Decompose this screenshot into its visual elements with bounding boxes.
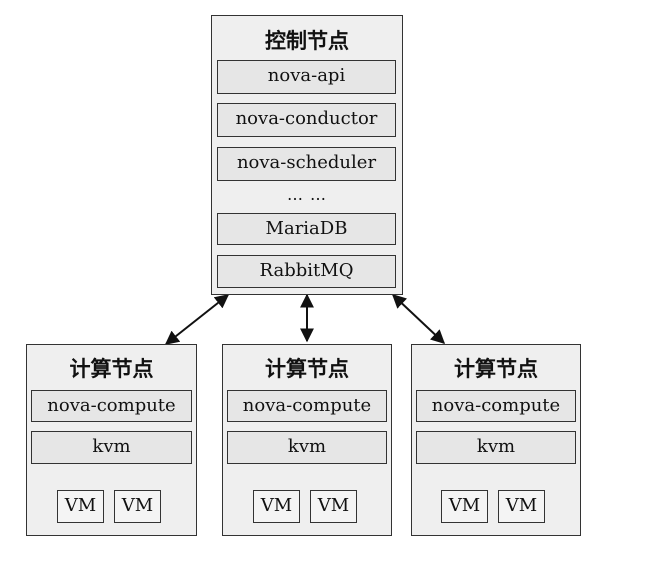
hypervisor-kvm: kvm: [227, 431, 387, 464]
hypervisor-kvm: kvm: [31, 431, 192, 464]
service-mariadb: MariaDB: [217, 213, 396, 245]
compute-node-3: 计算节点 nova-compute kvm: [411, 344, 581, 536]
vm-box: VM: [57, 490, 104, 523]
service-nova-compute: nova-compute: [416, 390, 576, 422]
compute-node-title: 计算节点: [454, 356, 538, 381]
compute-node-title: 计算节点: [69, 356, 154, 381]
vm-box: VM: [441, 490, 488, 523]
ellipsis: … …: [286, 185, 328, 204]
compute-node-2: 计算节点 nova-compute kvm: [222, 344, 392, 536]
arrow-control-to-compute-1: [164, 294, 230, 345]
service-nova-compute: nova-compute: [227, 390, 387, 422]
arrow-control-to-compute-3: [391, 294, 446, 344]
control-node: 控制节点 nova-api nova-conductor nova-schedu…: [211, 15, 403, 295]
vm-box: VM: [253, 490, 300, 523]
hypervisor-kvm: kvm: [416, 431, 576, 464]
vm-box: VM: [310, 490, 357, 523]
service-nova-conductor: nova-conductor: [217, 103, 396, 137]
service-rabbitmq: RabbitMQ: [217, 255, 396, 288]
compute-node-title: 计算节点: [265, 356, 349, 381]
vm-box: VM: [498, 490, 545, 523]
service-nova-scheduler: nova-scheduler: [217, 147, 396, 181]
control-node-title: 控制节点: [265, 28, 349, 53]
service-nova-api: nova-api: [217, 60, 396, 94]
vm-box: VM: [114, 490, 161, 523]
service-nova-compute: nova-compute: [31, 390, 192, 422]
compute-node-1: 计算节点 nova-compute kvm: [26, 344, 197, 536]
